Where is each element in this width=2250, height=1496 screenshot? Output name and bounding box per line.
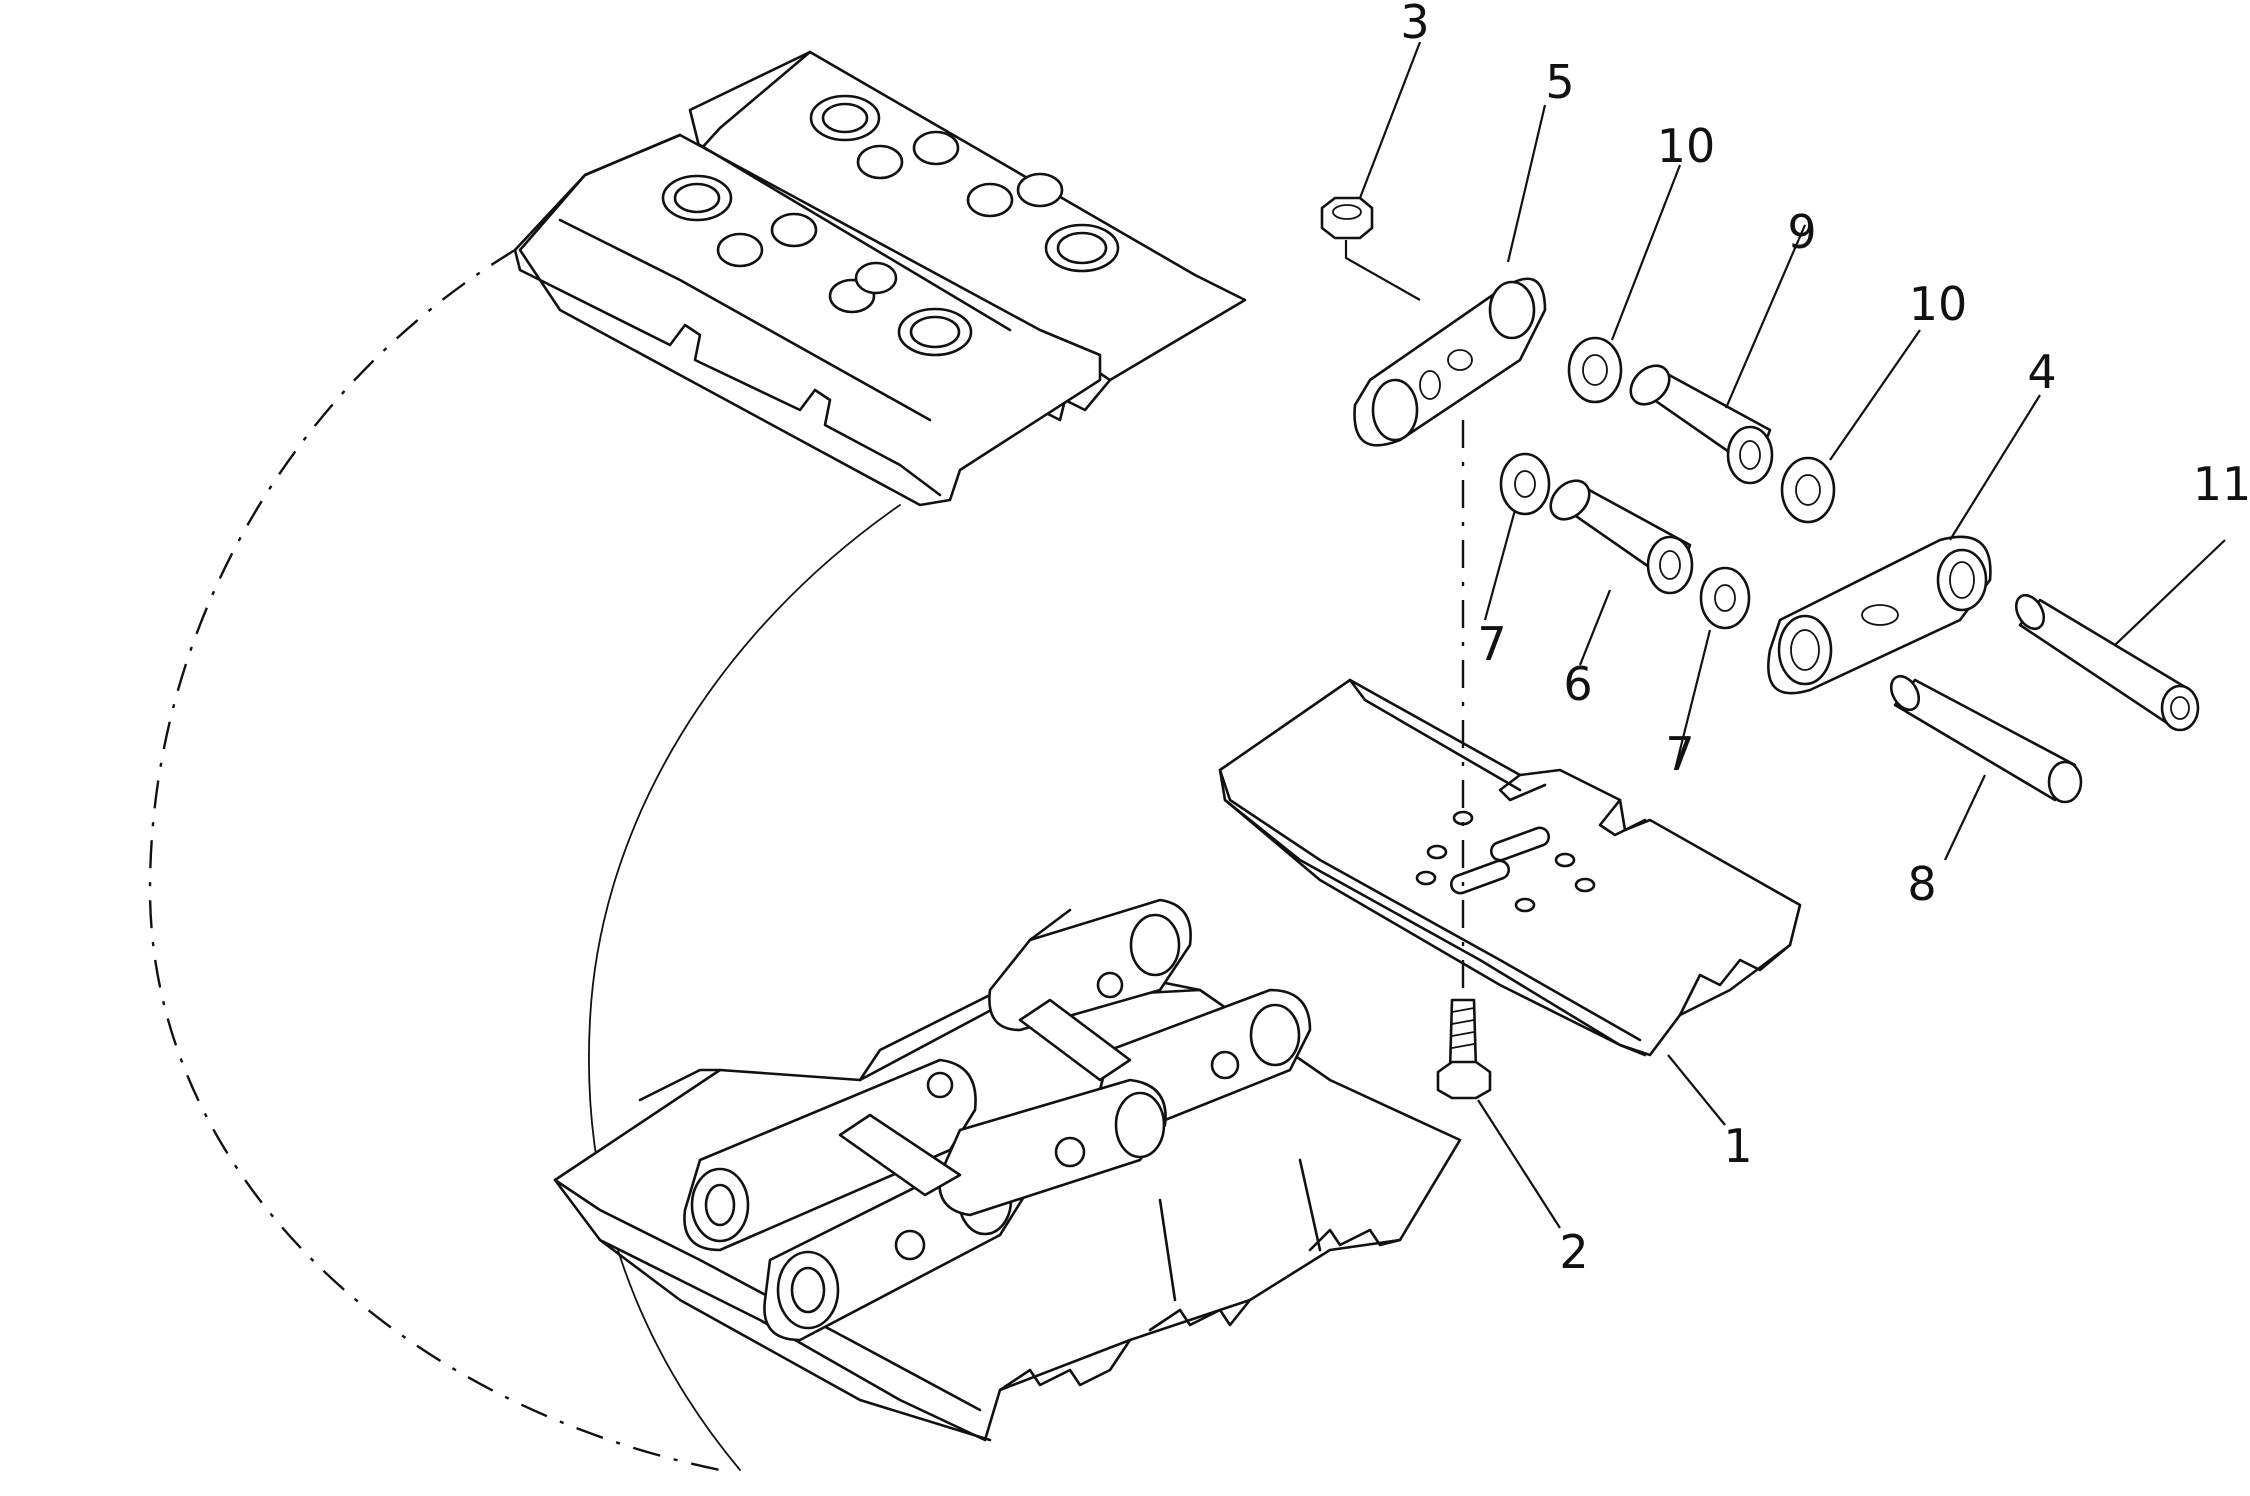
part-7-seal-left <box>1499 452 1551 516</box>
leader-lines <box>1344 41 2226 1229</box>
part-7-seal-right <box>1699 566 1751 630</box>
part-6-bushing <box>1549 479 1694 595</box>
part-3-nut <box>1320 196 1374 240</box>
part-4-link <box>1767 535 1992 695</box>
part-2-bolt <box>1436 998 1492 1100</box>
callout-1: 1 <box>1723 1119 1752 1173</box>
track-loop-outline <box>148 248 901 1472</box>
part-10-seal-upper <box>1567 336 1623 404</box>
callout-7-left: 7 <box>1477 617 1506 671</box>
part-11-pin <box>2014 593 2200 732</box>
callout-8: 8 <box>1907 857 1936 911</box>
lower-chain-links <box>683 898 1312 1342</box>
part-8-pin <box>1889 674 2083 804</box>
part-1-track-shoe <box>1218 678 1802 1057</box>
part-5-link <box>1353 277 1547 447</box>
callout-numbers: 3 5 10 9 10 4 11 7 6 7 8 1 2 <box>1400 0 2250 1279</box>
part-9-bushing <box>1629 364 1774 485</box>
callout-5: 5 <box>1545 55 1574 109</box>
callout-2: 2 <box>1559 1225 1588 1279</box>
callout-6: 6 <box>1563 657 1592 711</box>
upper-track-shoes <box>513 50 1247 507</box>
part-10-seal-lower <box>1780 456 1836 524</box>
callout-9: 9 <box>1787 205 1816 259</box>
callout-7-right: 7 <box>1665 727 1694 781</box>
callout-4: 4 <box>2027 345 2056 399</box>
callout-11: 11 <box>2193 457 2250 511</box>
callout-10-upper: 10 <box>1657 119 1716 173</box>
callout-10-lower: 10 <box>1909 277 1968 331</box>
callout-3: 3 <box>1400 0 1429 49</box>
